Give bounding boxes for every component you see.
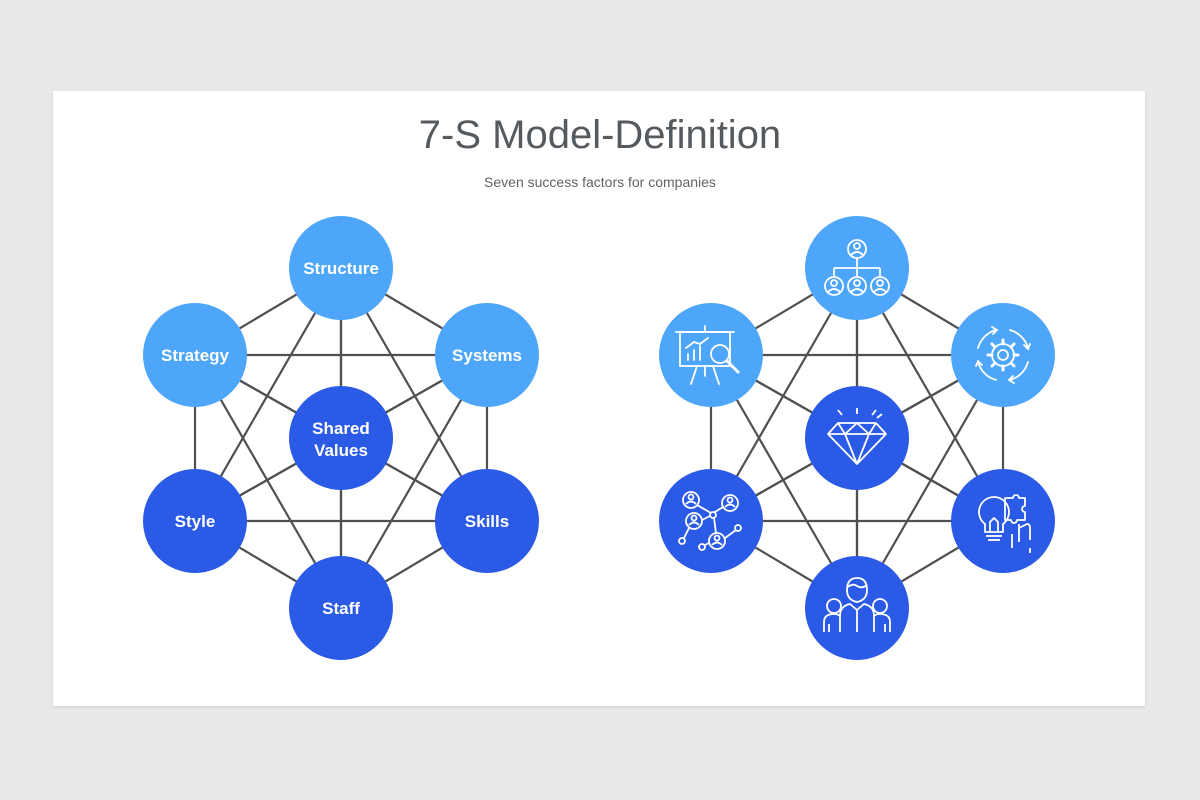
network-people-icon <box>678 491 742 551</box>
node-systems: Systems <box>435 303 539 407</box>
icon-node-structure <box>805 216 909 320</box>
node-staff: Staff <box>289 556 393 660</box>
icon-node-skills <box>951 469 1055 573</box>
diamond-icon <box>827 408 887 465</box>
node-skills: Skills <box>435 469 539 573</box>
icon-node-strategy <box>659 303 763 407</box>
team-people-icon <box>823 577 891 632</box>
node-label: Skills <box>465 512 509 531</box>
icon-node-staff <box>805 556 909 660</box>
icon-node-shared-values <box>805 386 909 490</box>
gear-cycle-icon <box>975 326 1031 384</box>
node-label: Style <box>175 512 216 531</box>
slide-card <box>53 91 1145 706</box>
left-diagram: Structure Strategy Systems Shared Values… <box>143 216 539 660</box>
icon-node-systems <box>951 303 1055 407</box>
node-label-line-1: Shared <box>312 419 370 438</box>
node-shared-values: Shared Values <box>289 386 393 490</box>
node-style: Style <box>143 469 247 573</box>
node-label: Strategy <box>161 346 230 365</box>
page-title: 7-S Model-Definition <box>418 113 782 157</box>
node-strategy: Strategy <box>143 303 247 407</box>
node-label: Systems <box>452 346 522 365</box>
node-structure: Structure <box>289 216 393 320</box>
node-label-line-2: Values <box>314 441 368 460</box>
org-chart-icon <box>824 239 890 296</box>
icon-node-style <box>659 469 763 573</box>
presentation-analytics-icon <box>675 325 740 385</box>
page-subtitle: Seven success factors for companies <box>484 174 716 190</box>
right-diagram <box>659 216 1055 660</box>
node-label: Staff <box>322 599 360 618</box>
lightbulb-puzzle-hand-icon <box>978 494 1031 553</box>
node-label: Structure <box>303 259 379 278</box>
